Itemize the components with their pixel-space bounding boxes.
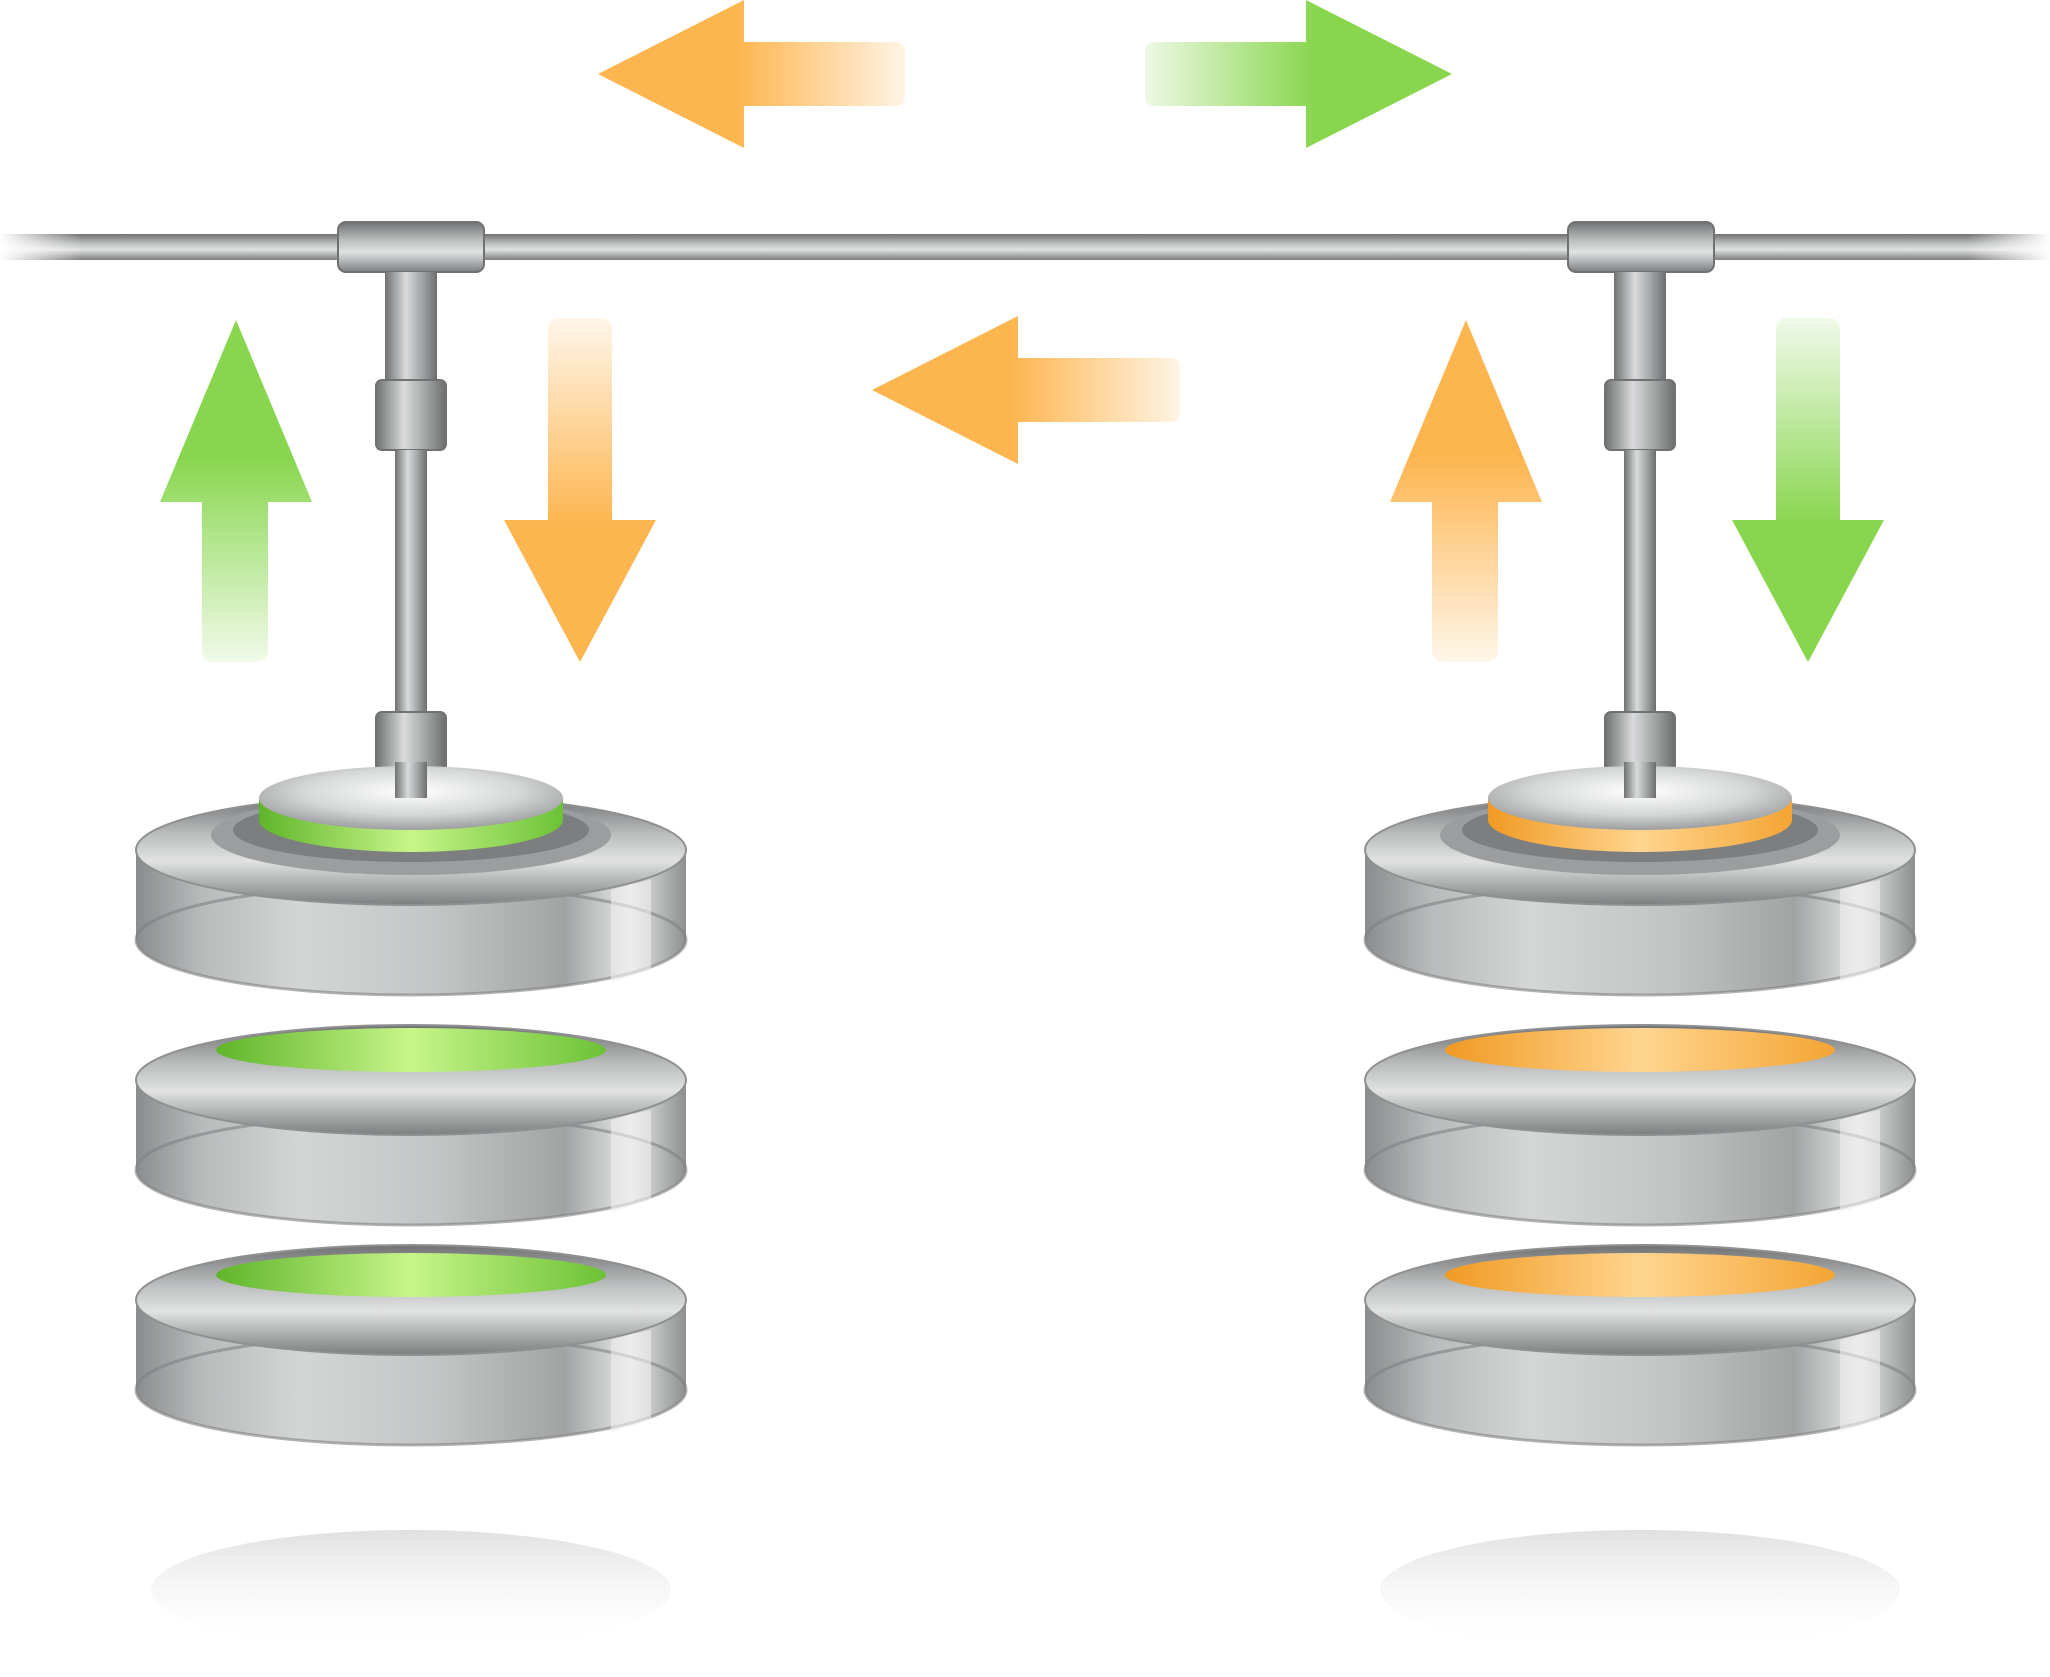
database-right (1363, 221, 1917, 1650)
arrow-top-left (598, 0, 905, 148)
arrow-left-up (160, 320, 312, 662)
database-icon (134, 762, 688, 1447)
bus-connector-right (1567, 221, 1715, 793)
arrow-middle (872, 316, 1180, 464)
database-icon (1363, 762, 1917, 1447)
database-left (134, 221, 688, 1650)
arrow-top-right (1145, 0, 1452, 148)
bus-connector-left (337, 221, 485, 793)
arrow-right-up (1390, 320, 1542, 662)
network-bus-pipe (0, 234, 2050, 260)
arrow-right-down (1732, 318, 1884, 662)
arrow-left-down (504, 318, 656, 662)
